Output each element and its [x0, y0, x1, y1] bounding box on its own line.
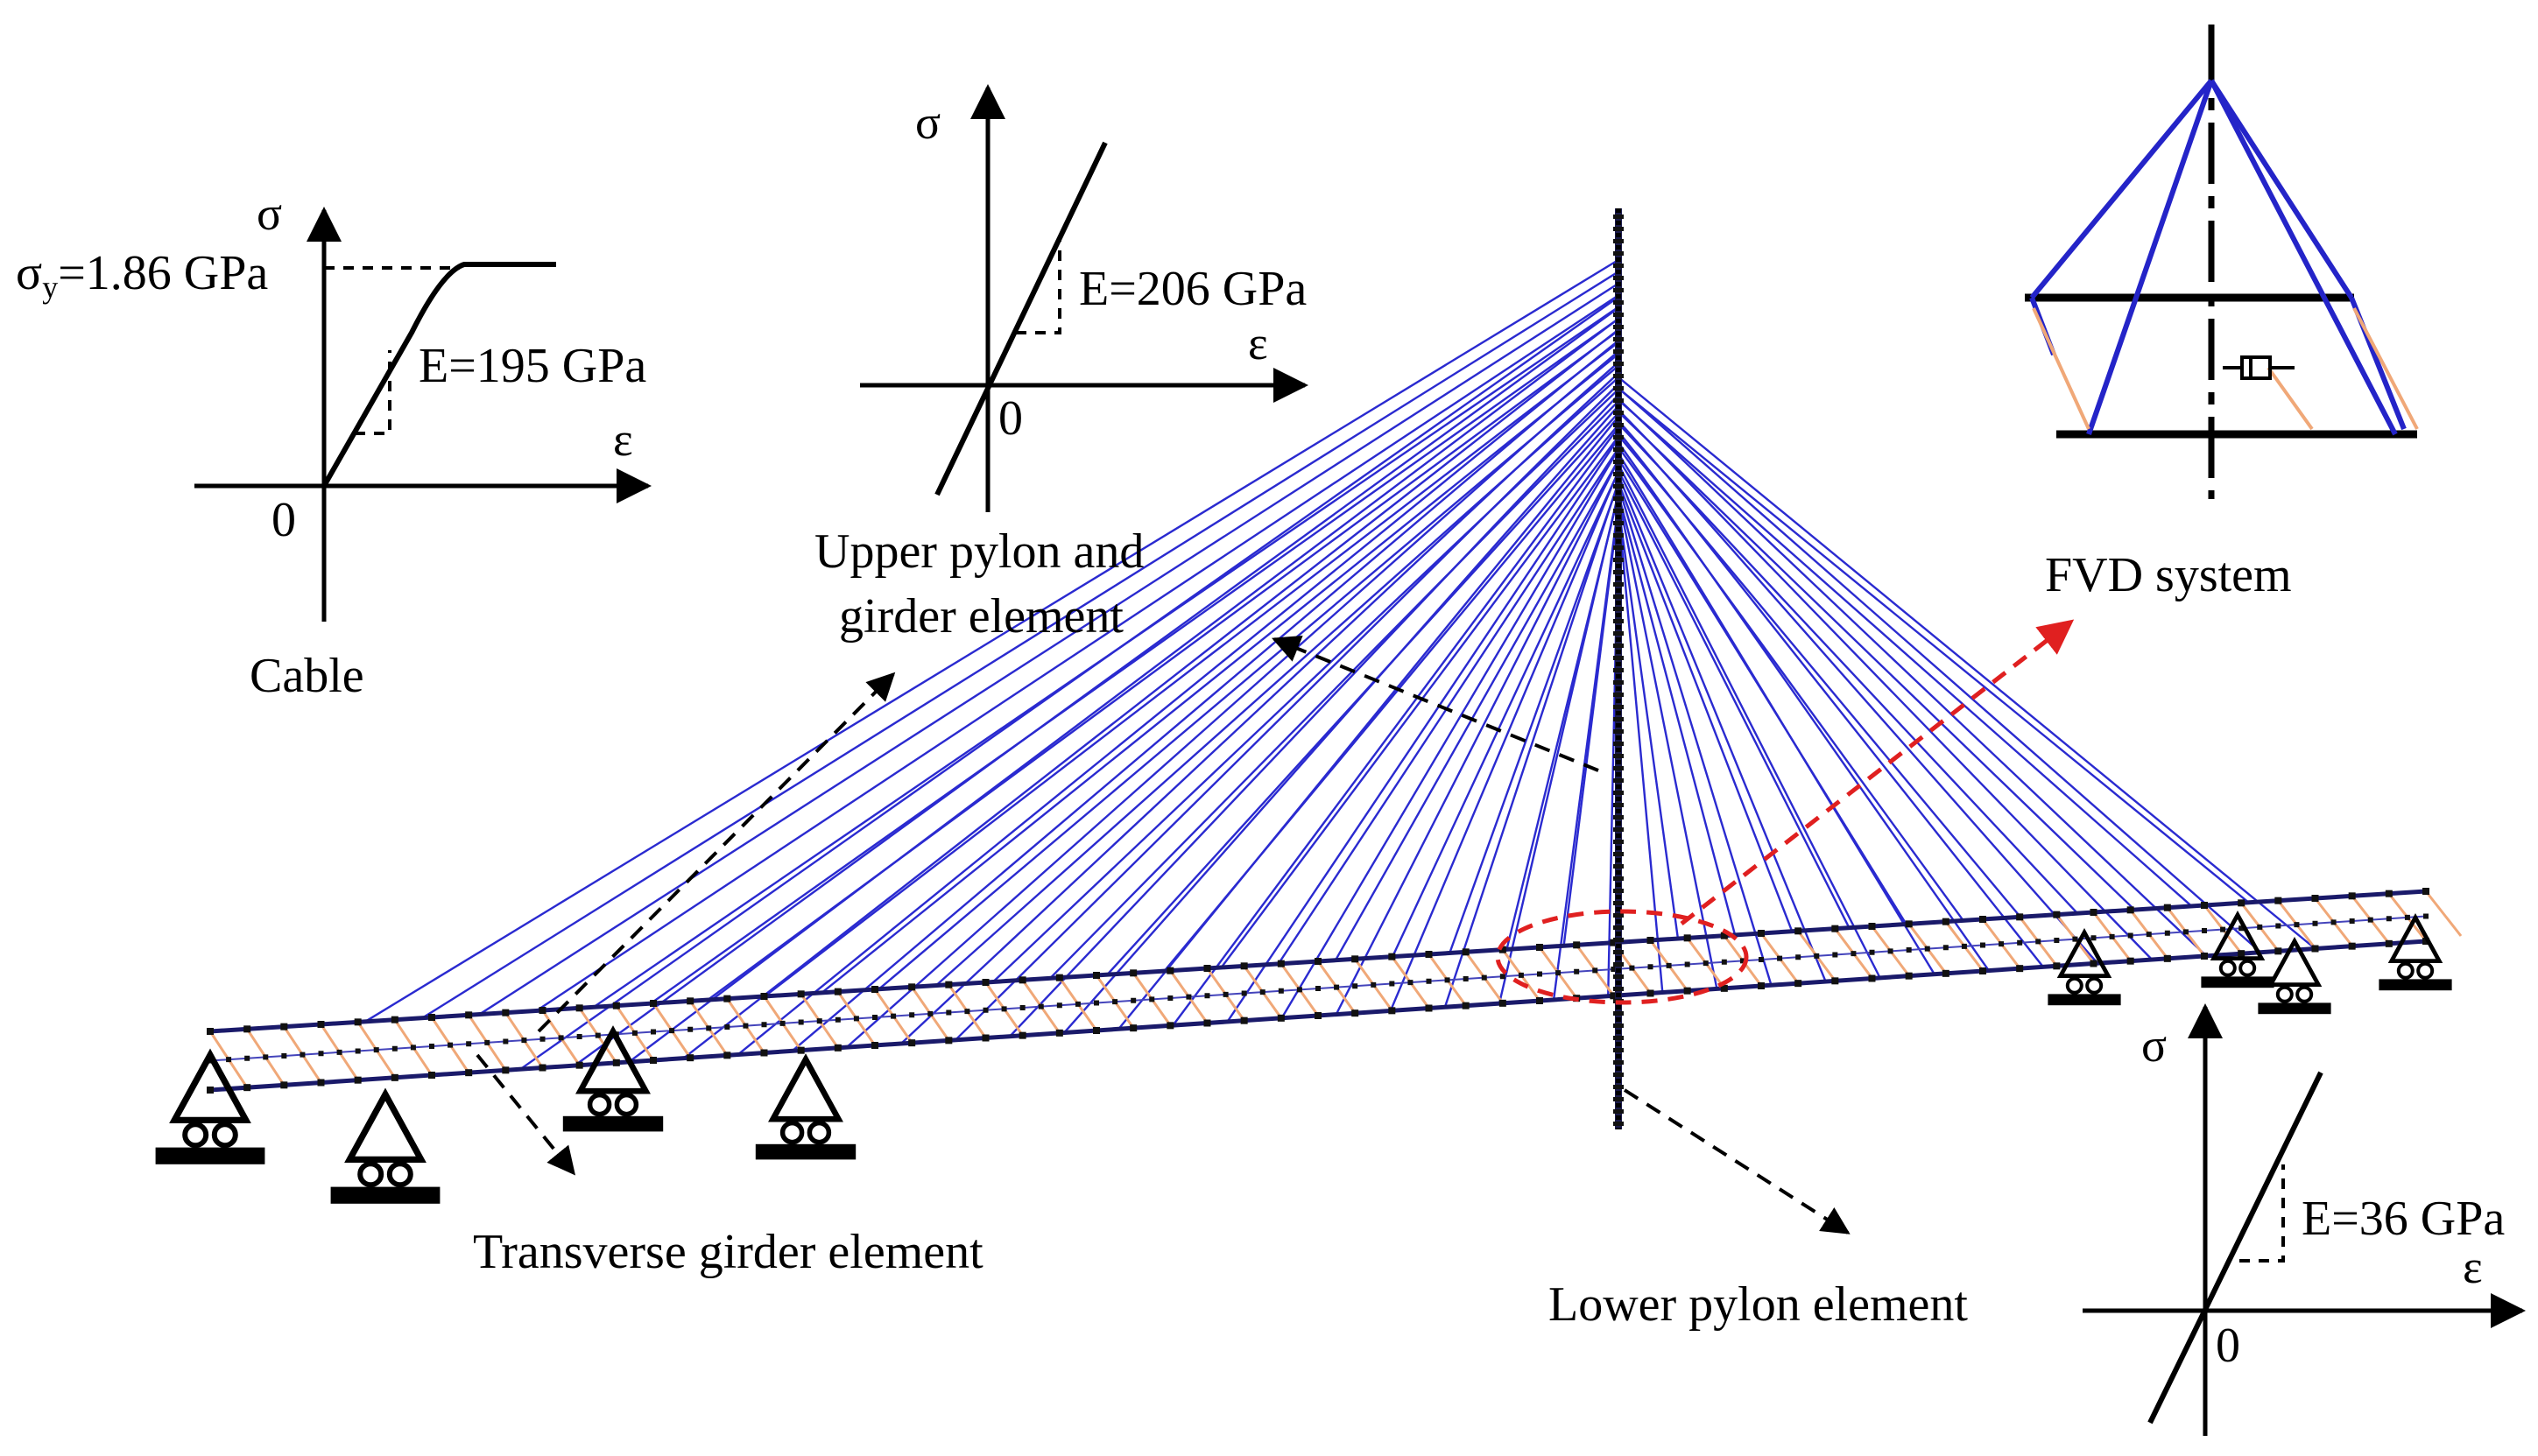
bearing-supports — [155, 911, 2452, 1204]
upper-curve — [934, 141, 1108, 496]
upper-sigma-label: σ — [915, 96, 941, 149]
arrow-to-lower — [1623, 1088, 1851, 1234]
cable-stress-strain-graph: σ ε 0 σy=1.86 GPa E=195 GPa Cable — [16, 187, 652, 703]
lower-curve — [2147, 1071, 2323, 1424]
fvd-highlight-ellipse — [1495, 909, 1749, 1005]
arrow-to-upper-from-pylon — [1272, 635, 1599, 772]
cable-modulus-label: E=195 GPa — [419, 339, 646, 393]
bridge-deck — [208, 889, 2463, 1093]
lower-modulus-label: E=36 GPa — [2302, 1192, 2505, 1246]
upper-caption-line2: girder element — [839, 589, 1124, 644]
lower-epsilon-label: ε — [2463, 1241, 2483, 1293]
arrow-to-upper-label — [537, 672, 896, 1033]
upper-caption-line1: Upper pylon and — [814, 524, 1144, 579]
cable-yield-label: σy=1.86 GPa — [16, 246, 268, 305]
transverse-caption: Transverse girder element — [473, 1225, 983, 1279]
upper-slope-triangle — [1016, 236, 1061, 334]
cable-epsilon-label: ε — [613, 413, 633, 466]
upper-modulus-label: E=206 GPa — [1079, 262, 1307, 316]
fvd-system-detail: FVD system — [2025, 25, 2419, 602]
lower-caption: Lower pylon element — [1548, 1277, 1968, 1332]
cable-caption: Cable — [250, 649, 364, 703]
upper-origin-label: 0 — [998, 391, 1023, 446]
fvd-caption: FVD system — [2045, 548, 2292, 602]
leader-arrows — [476, 619, 2075, 1234]
cable-sigma-label: σ — [257, 187, 282, 240]
cable-curve — [321, 262, 556, 488]
deck-nodes — [207, 888, 2429, 1094]
lower-sigma-label: σ — [2141, 1019, 2167, 1072]
upper-stress-strain-graph: σ ε 0 E=206 GPa Upper pylon and girder e… — [814, 84, 1308, 644]
lower-origin-label: 0 — [2216, 1319, 2240, 1373]
lower-stress-strain-graph: σ ε 0 E=36 GPa — [2083, 1003, 2526, 1436]
upper-epsilon-label: ε — [1248, 317, 1268, 369]
arrow-to-fvd — [1680, 619, 2075, 925]
cable-origin-label: 0 — [271, 493, 296, 547]
pylon-nodes — [1613, 215, 1624, 1126]
lower-slope-triangle — [2239, 1164, 2285, 1263]
stay-cables — [364, 258, 2316, 1071]
